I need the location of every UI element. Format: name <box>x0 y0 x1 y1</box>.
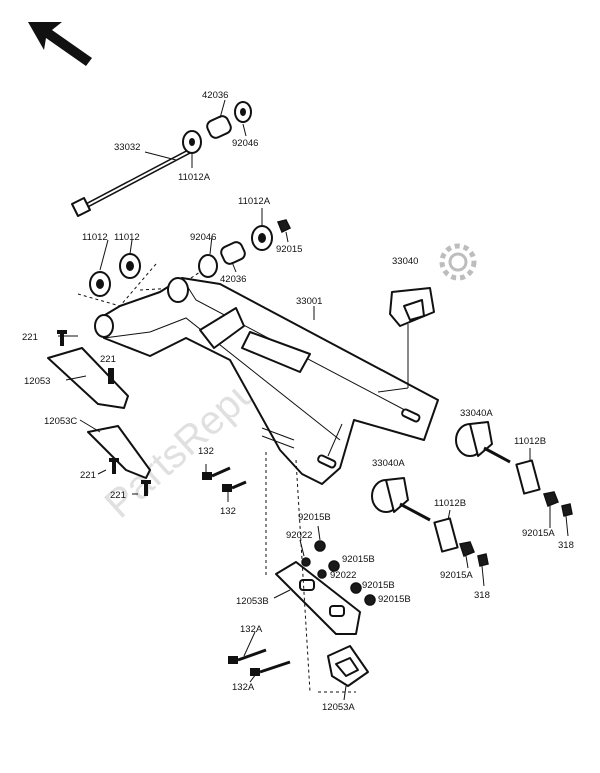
bolt-221-d <box>141 480 151 496</box>
bushing-11012-right <box>119 253 141 279</box>
part-label-92015B-4: 92015B <box>378 594 411 605</box>
washer-92022-1 <box>301 557 311 567</box>
part-label-92015A-right: 92015A <box>522 528 555 539</box>
chain-guide-12053B <box>275 561 361 635</box>
bolt-132-a <box>202 466 231 480</box>
part-label-92046-mid: 92046 <box>190 232 216 243</box>
part-label-92015B-2: 92015B <box>342 554 375 565</box>
part-label-92022-1: 92022 <box>286 530 312 541</box>
part-label-33032: 33032 <box>114 142 140 153</box>
part-label-11012-b: 11012 <box>114 232 140 243</box>
chain-guide-plate-12053C <box>87 425 151 479</box>
gear-watermark-icon <box>439 243 477 281</box>
nut-92015B-4 <box>364 594 376 606</box>
adjuster-plate-11012B-right <box>515 459 541 495</box>
bearing-92046-mid <box>198 254 218 278</box>
part-label-132A-b: 132A <box>232 682 255 693</box>
nut-318-mid <box>477 553 489 567</box>
part-label-12053: 12053 <box>24 376 50 387</box>
part-label-92015B-1: 92015B <box>298 512 331 523</box>
washer-92022-2 <box>317 569 327 579</box>
bolt-132A-a <box>228 648 267 664</box>
part-label-11012: 11012 <box>82 232 108 243</box>
part-label-12053A: 12053A <box>322 702 355 713</box>
part-label-132-b: 132 <box>220 506 236 517</box>
bolt-221-a <box>57 330 67 346</box>
bolt-132-b <box>222 480 247 492</box>
sleeve-42036-top <box>206 115 232 139</box>
part-label-221-c: 221 <box>80 470 96 481</box>
part-label-33001: 33001 <box>296 296 322 307</box>
part-label-11012A-mid: 11012A <box>238 196 271 207</box>
nut-92015B-2 <box>328 560 340 572</box>
nut-92015A-mid <box>459 541 475 557</box>
chain-adjuster-block-33040 <box>389 287 435 327</box>
part-label-132-a: 132 <box>198 446 214 457</box>
nut-92015B-3 <box>350 582 362 594</box>
part-label-318-right-text: 318 <box>558 540 574 551</box>
part-label-11012A-top: 11012A <box>178 172 211 183</box>
part-label-33040A-right: 33040A <box>460 408 493 419</box>
part-label-42036-top: 42036 <box>202 90 228 101</box>
part-label-33040: 33040 <box>392 256 418 267</box>
part-label-92015A-mid: 92015A <box>440 570 473 581</box>
part-label-92022-2: 92022 <box>330 570 356 581</box>
part-label-42036-mid: 42036 <box>220 274 246 285</box>
front-direction-arrow-icon <box>28 22 92 66</box>
leader-lines <box>58 99 569 701</box>
axle-adjuster-33040A-right <box>455 421 511 464</box>
part-label-92015-mid: 92015 <box>276 244 302 255</box>
adjuster-plate-11012B-mid <box>433 517 459 553</box>
part-label-11012B-right: 11012B <box>514 436 546 447</box>
axle-adjuster-33040A-mid <box>371 477 431 522</box>
bolt-132A-b <box>250 660 291 676</box>
bolt-221-c <box>109 458 119 474</box>
part-label-92015B-3: 92015B <box>362 580 395 591</box>
chain-slider-12053A <box>327 645 369 687</box>
part-label-221-b: 221 <box>100 354 116 365</box>
part-label-12053B: 12053B <box>236 596 269 607</box>
part-label-92046-top: 92046 <box>232 138 258 149</box>
part-label-132A-a: 132A <box>240 624 263 635</box>
sleeve-42036-mid <box>220 241 246 265</box>
chain-guide-mount-12053 <box>47 347 129 409</box>
nut-92015A-right <box>543 491 559 507</box>
part-label-221-a: 221 <box>22 332 38 343</box>
bushing-11012-left <box>89 271 111 297</box>
part-label-11012B-mid: 11012B <box>434 498 466 509</box>
part-label-33040A-mid: 33040A <box>372 458 405 469</box>
nut-92015-mid <box>276 219 292 234</box>
swingarm-33001 <box>94 277 439 485</box>
collar-11012A-top <box>182 130 202 154</box>
nut-92015B-1 <box>314 540 326 552</box>
part-label-12053C: 12053C <box>44 416 77 427</box>
bearing-92046-top <box>234 101 252 123</box>
collar-11012A-mid <box>251 225 273 251</box>
nut-318-right <box>561 503 573 517</box>
part-label-221-d: 221 <box>110 490 126 501</box>
part-label-318-mid: 318 <box>474 590 490 601</box>
